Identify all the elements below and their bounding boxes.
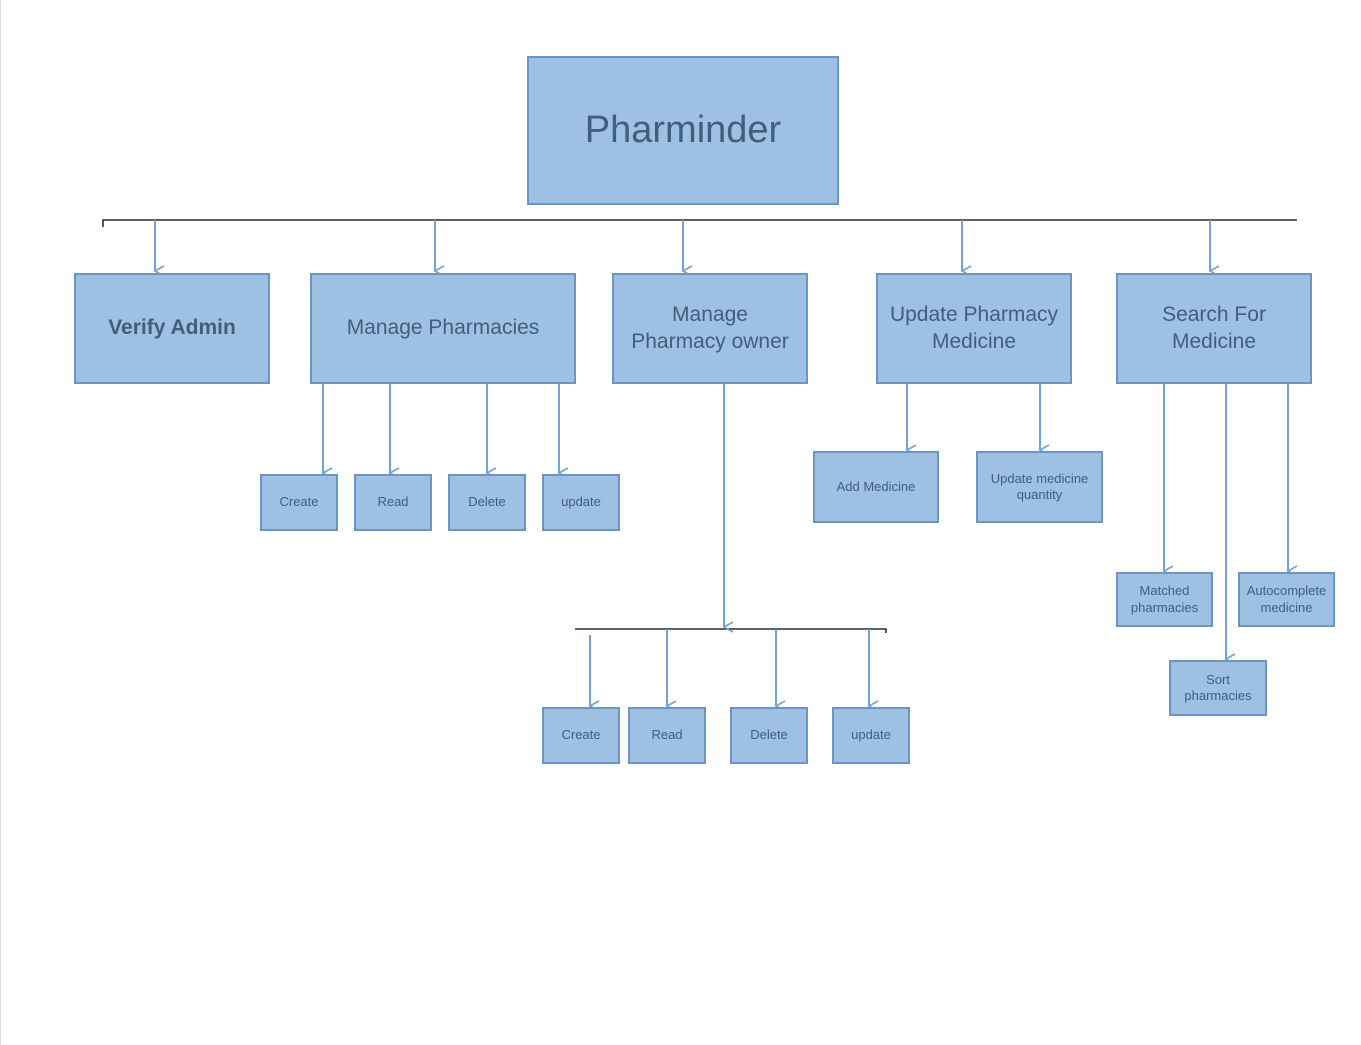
search-medicine-label-line1: Search For: [1162, 303, 1266, 327]
pharmacies-update-label: update: [561, 494, 601, 510]
node-search-for-medicine: Search For Medicine: [1116, 273, 1312, 384]
node-autocomplete-medicine: Autocomplete medicine: [1238, 572, 1335, 627]
update-medicine-label-line1: Update Pharmacy: [889, 303, 1059, 327]
node-pharmacies-update: update: [542, 474, 620, 531]
node-update-medicine-quantity: Update medicine quantity: [976, 451, 1103, 523]
matched-label-line1: Matched: [1139, 583, 1190, 599]
node-manage-pharmacies: Manage Pharmacies: [310, 273, 576, 384]
owner-read-label: Read: [651, 727, 683, 743]
verify-admin-label: Verify Admin: [108, 316, 236, 340]
node-pharmacies-read: Read: [354, 474, 432, 531]
manage-pharmacies-label: Manage Pharmacies: [346, 316, 540, 340]
node-owner-create: Create: [542, 707, 620, 764]
node-verify-admin: Verify Admin: [74, 273, 270, 384]
pharmacies-read-label: Read: [377, 494, 409, 510]
node-pharmacies-create: Create: [260, 474, 338, 531]
node-update-pharmacy-medicine: Update Pharmacy Medicine: [876, 273, 1072, 384]
node-add-medicine: Add Medicine: [813, 451, 939, 523]
autocomplete-label-line2: medicine: [1260, 599, 1313, 615]
sort-label-line2: pharmacies: [1184, 688, 1252, 703]
node-manage-pharmacy-owner: Manage Pharmacy owner: [612, 273, 808, 384]
matched-label-line2: pharmacies: [1130, 599, 1199, 615]
node-owner-update: update: [832, 707, 910, 764]
update-medicine-label-line2: Medicine: [931, 329, 1017, 353]
node-owner-delete: Delete: [730, 707, 808, 764]
manage-owner-label-line2: Pharmacy owner: [631, 329, 789, 353]
search-medicine-label-line2: Medicine: [1171, 329, 1257, 353]
manage-owner-label-line1: Manage: [672, 303, 748, 327]
node-sort-pharmacies: Sort pharmacies: [1169, 660, 1267, 716]
update-quantity-label-line2: quantity: [1016, 487, 1063, 502]
node-pharmacies-delete: Delete: [448, 474, 526, 531]
page-edge: [0, 0, 1, 1045]
owner-update-label: update: [851, 727, 891, 743]
sort-label-line1: Sort: [1206, 671, 1230, 687]
root-node-pharminder: Pharminder: [527, 56, 839, 205]
root-title: Pharminder: [584, 108, 782, 151]
pharmacies-create-label: Create: [279, 494, 319, 510]
owner-delete-label: Delete: [750, 727, 788, 743]
update-quantity-label-line1: Update medicine: [990, 470, 1089, 486]
owner-create-label: Create: [561, 727, 601, 743]
top-bus-line: [102, 219, 1297, 227]
add-medicine-label: Add Medicine: [836, 478, 916, 494]
node-owner-read: Read: [628, 707, 706, 764]
pharmacies-delete-label: Delete: [468, 494, 506, 510]
node-matched-pharmacies: Matched pharmacies: [1116, 572, 1213, 627]
owner-bus-line: [575, 628, 887, 633]
autocomplete-label-line1: Autocomplete: [1246, 583, 1327, 599]
